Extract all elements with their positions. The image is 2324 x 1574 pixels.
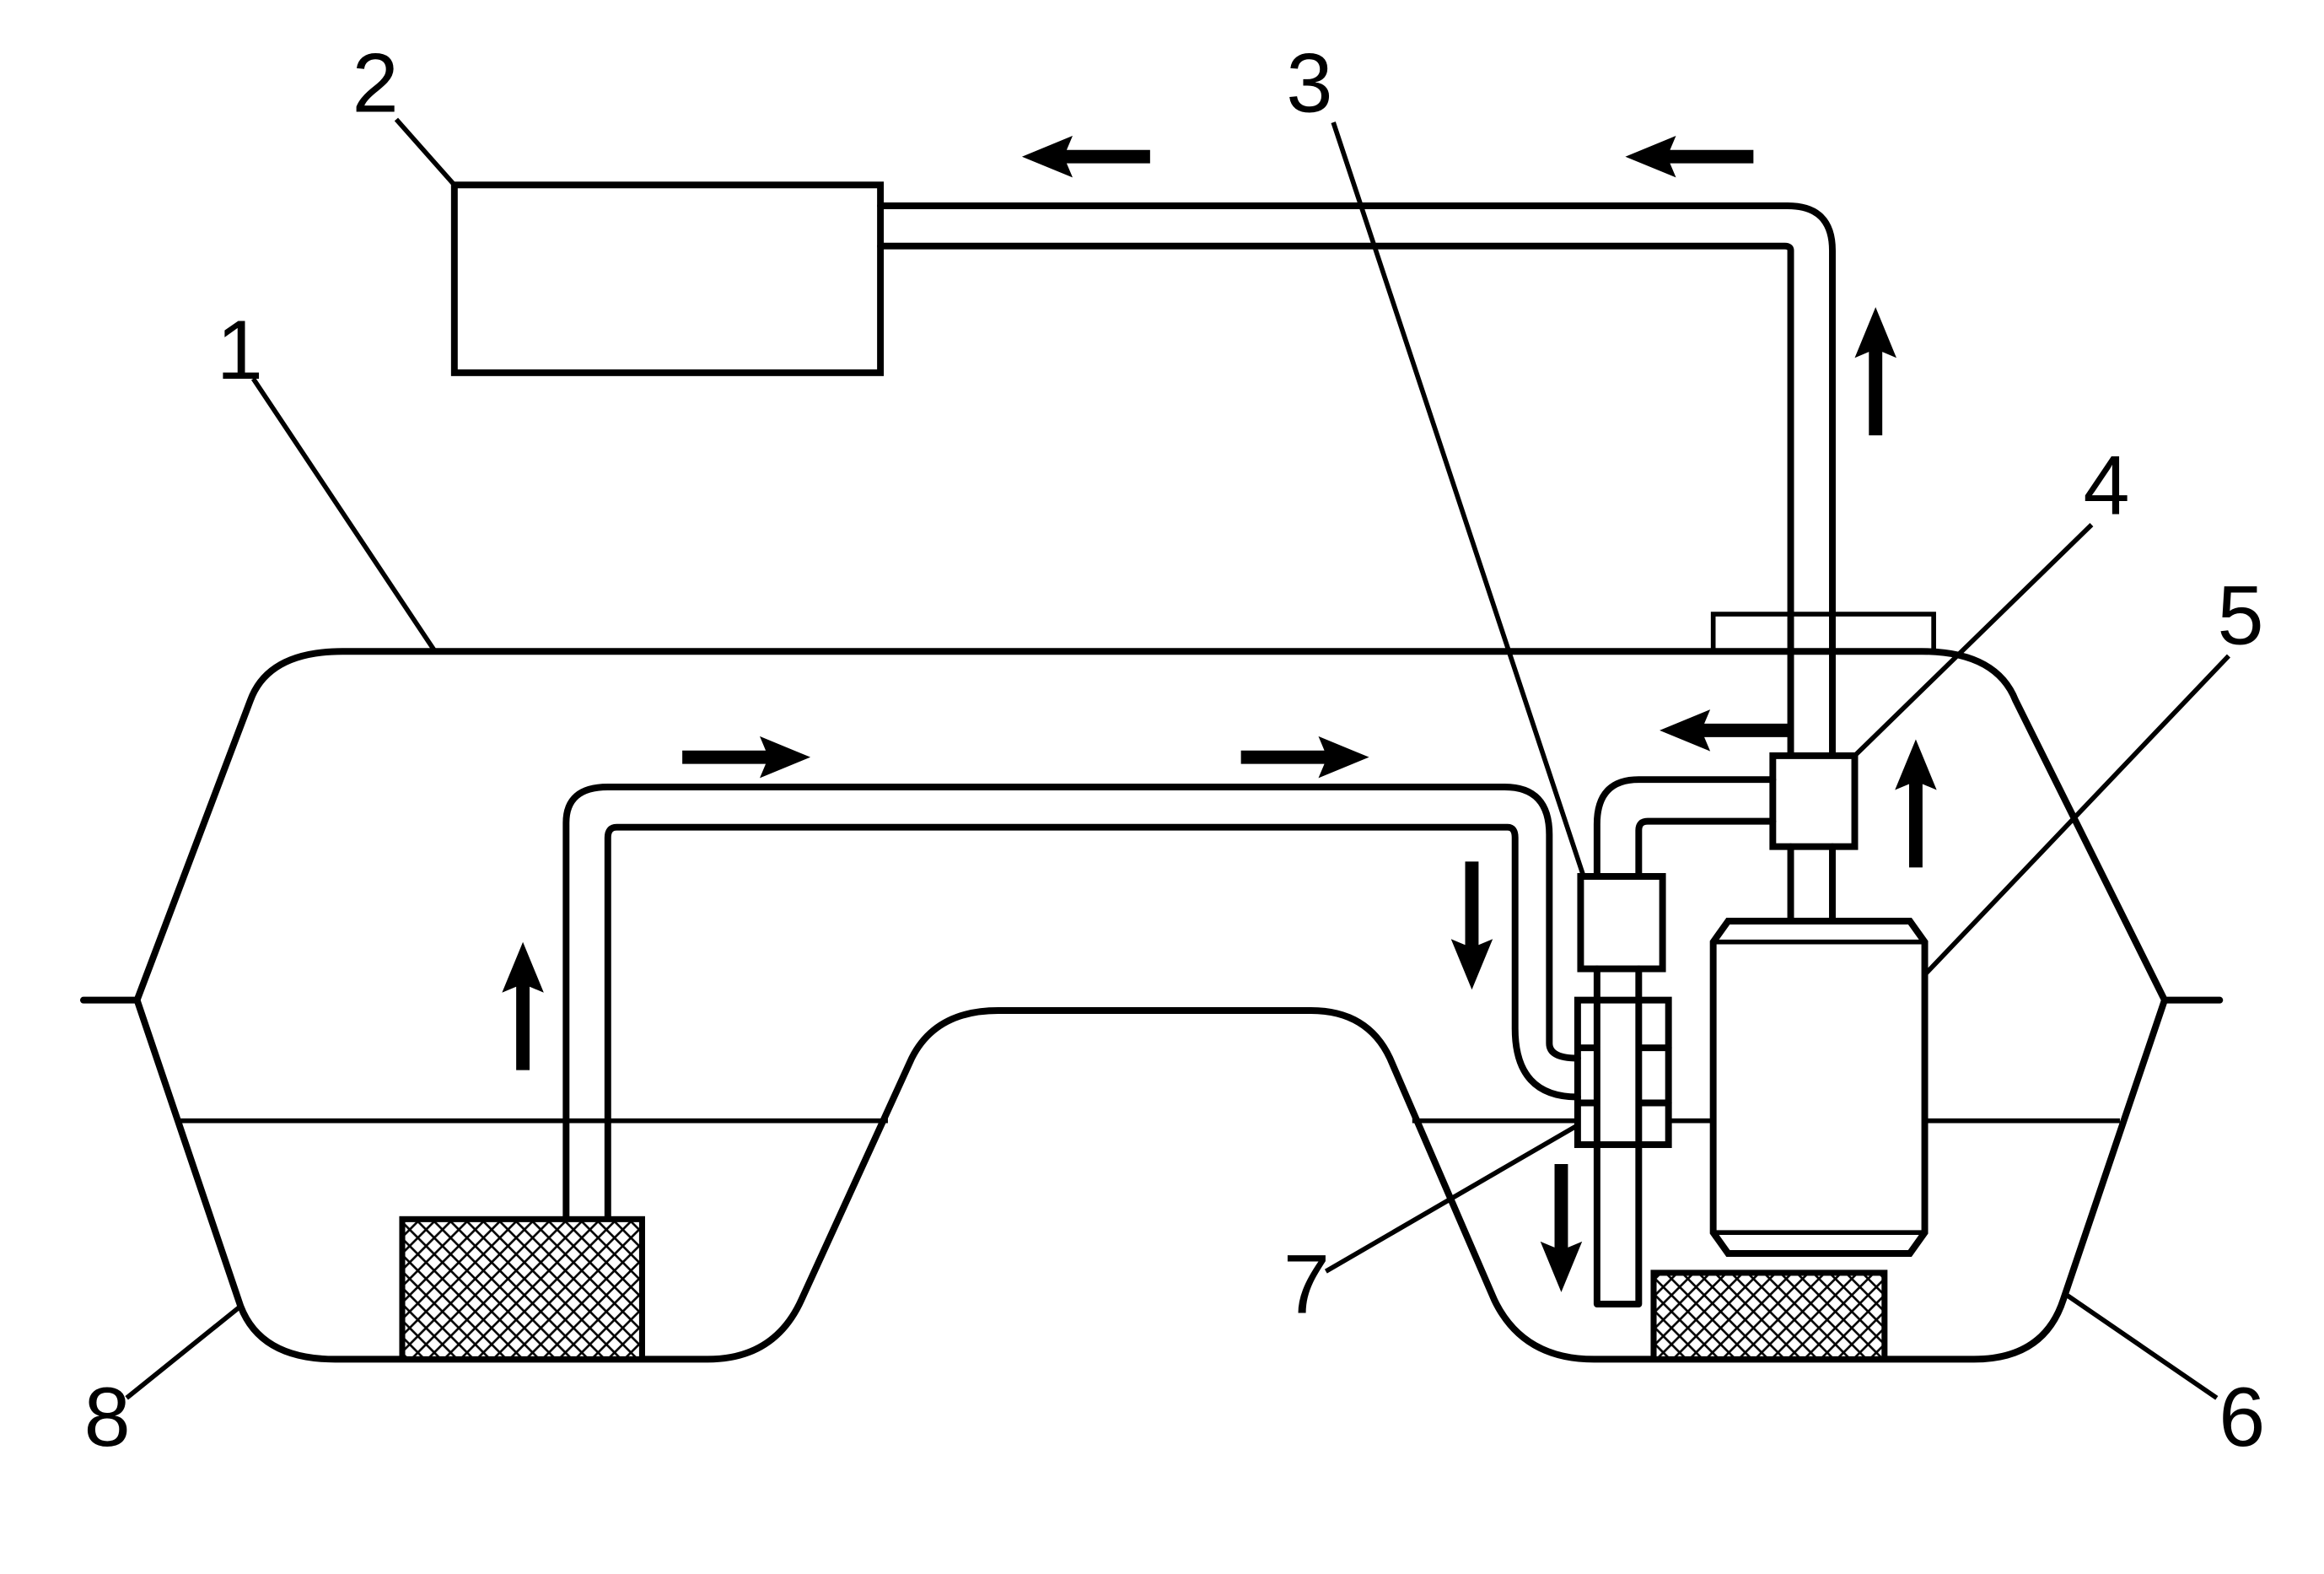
component-3	[1577, 873, 1666, 973]
leader-4	[1853, 523, 2094, 757]
leader-2	[394, 117, 456, 187]
flow-arrow-down	[1450, 861, 1493, 990]
leader-6	[2063, 1291, 2219, 1400]
callout-7: 7	[1283, 1237, 1330, 1331]
fuel-tank	[79, 612, 2224, 1363]
flow-arrow-right	[682, 736, 811, 779]
transfer-line	[562, 784, 1581, 1223]
flow-arrow-up	[502, 941, 544, 1070]
leader-3	[1331, 121, 1586, 877]
callout-5: 5	[2218, 568, 2264, 661]
leader-5	[1923, 654, 2230, 977]
leader-1	[250, 377, 438, 653]
callout-2: 2	[352, 36, 399, 130]
right-strainer	[1650, 1269, 1888, 1362]
flow-arrow-up	[1895, 739, 1937, 868]
leader-8	[125, 1303, 243, 1400]
flow-arrow-left	[1660, 709, 1788, 752]
return-line	[1593, 776, 1777, 880]
callout-1: 1	[217, 303, 263, 396]
callout-4: 4	[2084, 439, 2130, 532]
component-2	[450, 181, 885, 376]
leader-lines	[125, 117, 2230, 1400]
flow-arrow-right	[1240, 736, 1369, 779]
flow-arrow-left	[1625, 135, 1754, 178]
leader-7	[1324, 1123, 1579, 1274]
component-4	[1769, 752, 1859, 850]
component-5	[1709, 918, 1929, 1257]
component-7	[1574, 965, 1672, 1308]
flow-arrow-up	[1854, 307, 1896, 436]
left-strainer	[399, 1216, 645, 1362]
supply-line	[877, 202, 1836, 761]
callout-8: 8	[84, 1370, 131, 1463]
callout-6: 6	[2219, 1370, 2265, 1463]
flow-arrow-down	[1540, 1163, 1583, 1292]
flow-arrows	[502, 135, 1937, 1292]
callout-3: 3	[1286, 36, 1332, 130]
tank-module-flange	[1710, 612, 1936, 652]
flow-arrow-left	[1021, 135, 1150, 178]
